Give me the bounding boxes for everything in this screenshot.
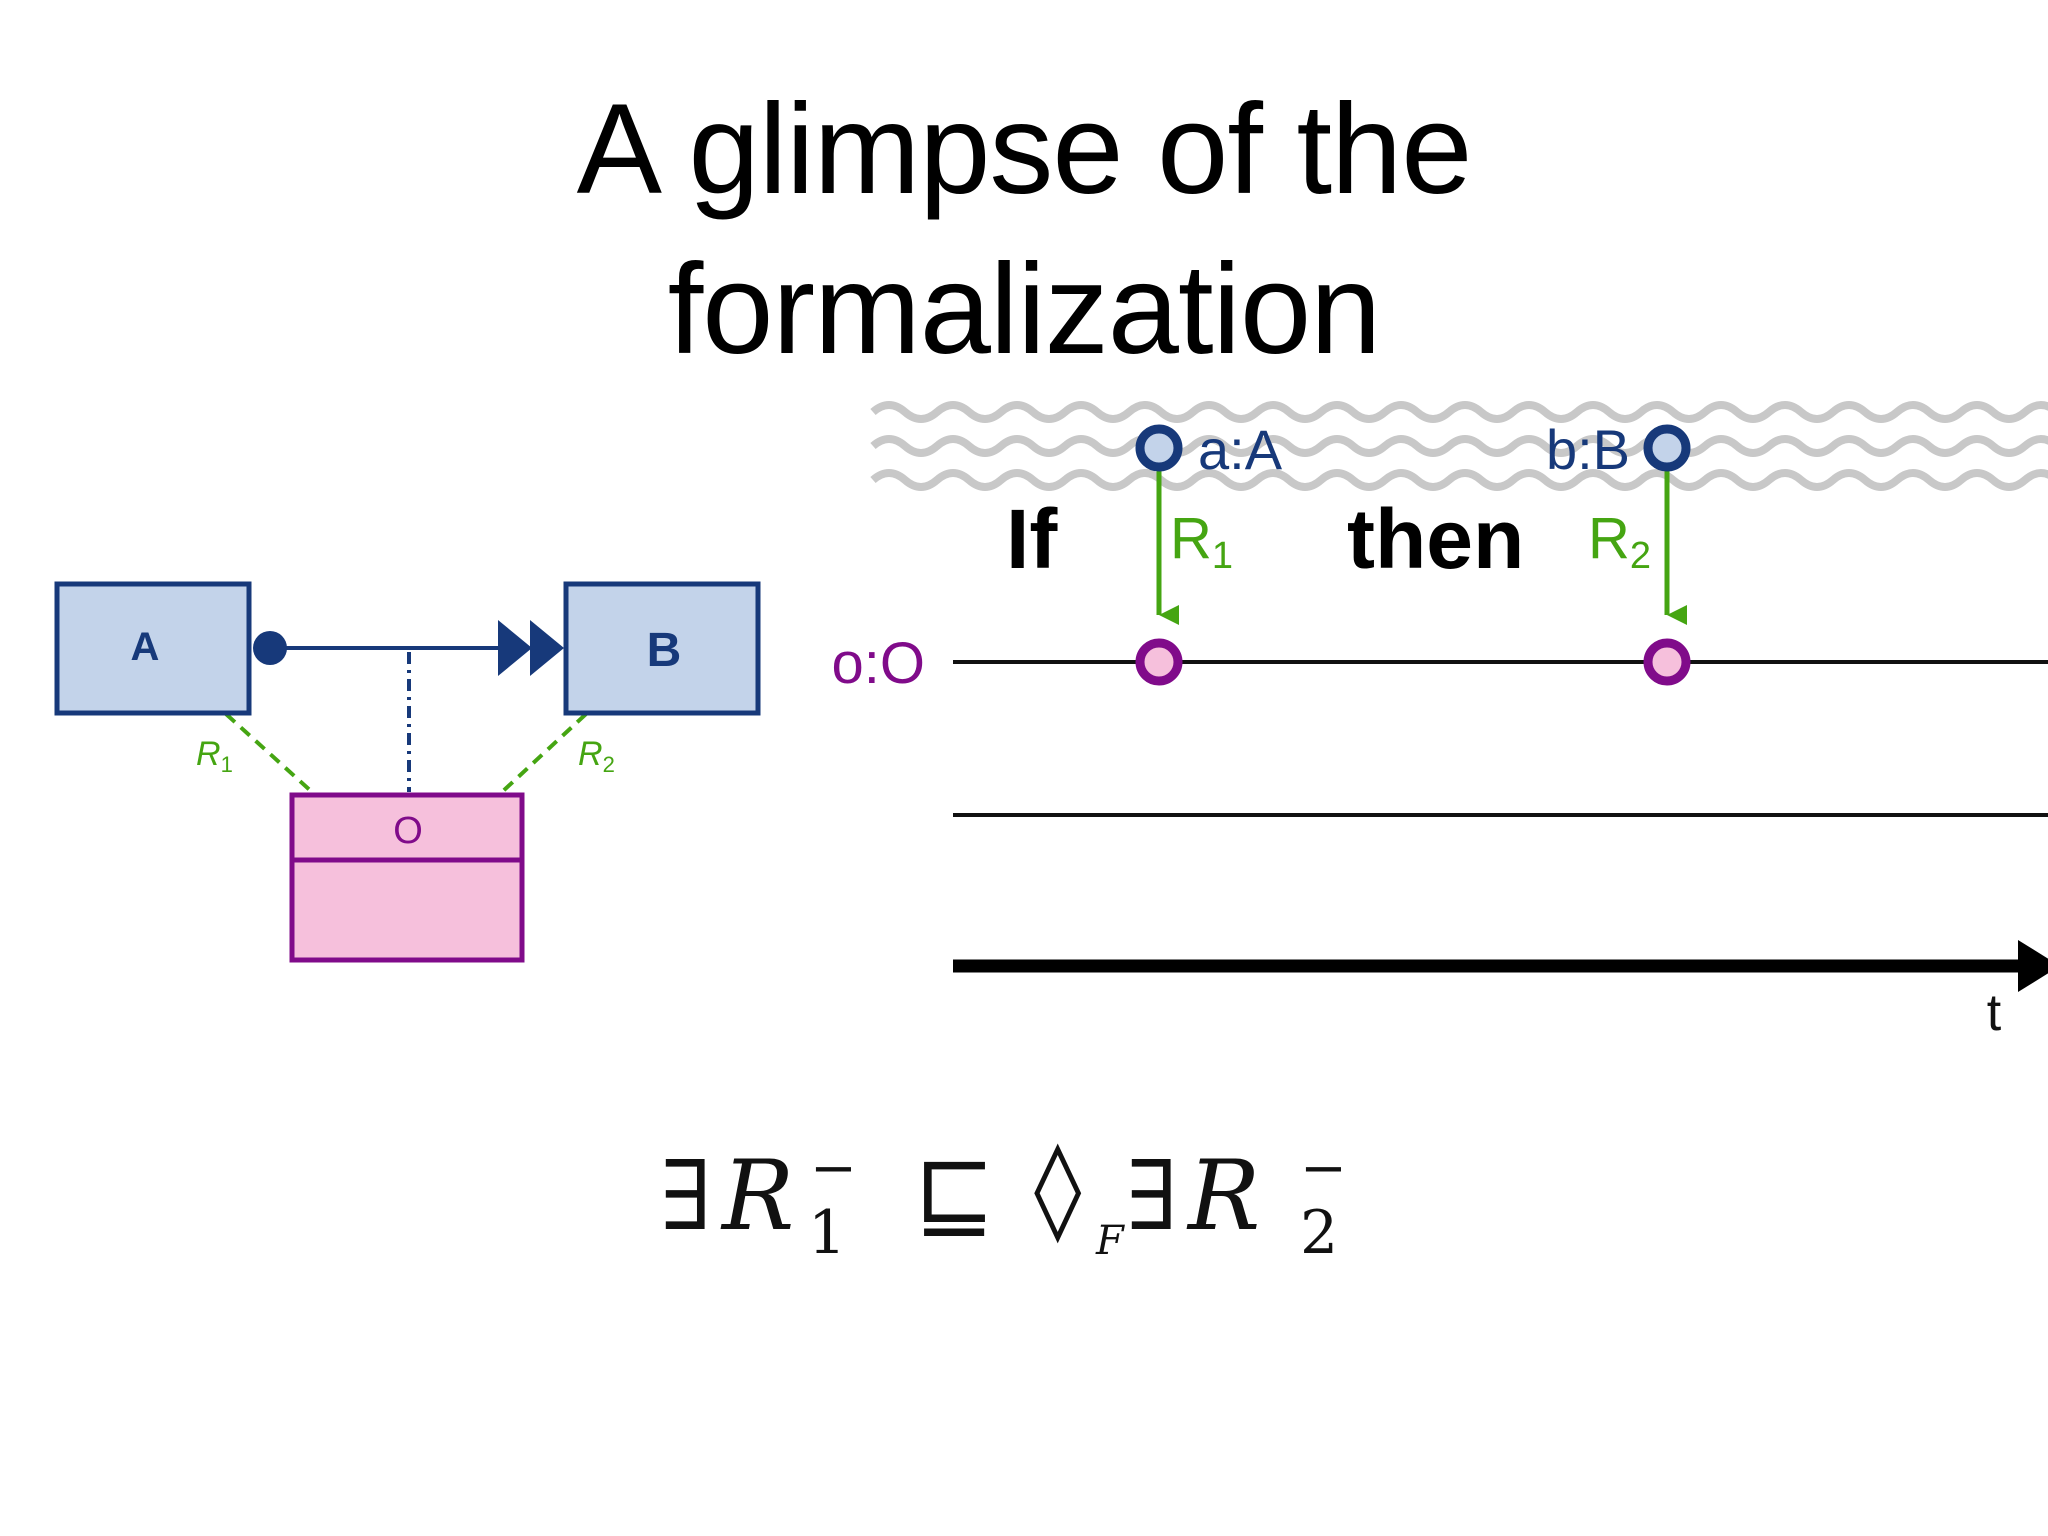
formula-r1-sup: − bbox=[810, 1136, 857, 1201]
object-a-dot bbox=[1135, 424, 1183, 472]
then-label: then bbox=[1347, 492, 1524, 586]
timeline-diagram: t a:A b:B o:O If then R1 R2 bbox=[832, 401, 2048, 1042]
class-o-box: O bbox=[289, 792, 525, 963]
class-a-box: A bbox=[54, 581, 252, 716]
temporal-formula: ∃ R 1 − ⊑ ◊ F ∃ R 2 − bbox=[660, 1132, 1460, 1280]
title-line-1: A glimpse of the bbox=[576, 78, 1473, 221]
class-a-label: A bbox=[131, 625, 160, 669]
wave-line-2 bbox=[870, 435, 2048, 457]
association-start-dot bbox=[253, 631, 287, 665]
object-o-label: o:O bbox=[832, 631, 926, 696]
class-o-label: O bbox=[393, 810, 423, 852]
formula-r1-sub: 1 bbox=[808, 1198, 847, 1268]
title-line-2: formalization bbox=[667, 238, 1382, 381]
class-b-box: B bbox=[563, 581, 761, 716]
wave-line-3 bbox=[870, 469, 2048, 491]
wave-line-1 bbox=[870, 401, 2048, 423]
formula-diamond: ◊ bbox=[1034, 1132, 1082, 1244]
formula-r2: R bbox=[1188, 1140, 1261, 1252]
formula-r2-sup: − bbox=[1300, 1136, 1347, 1201]
object-a-label: a:A bbox=[1198, 418, 1283, 481]
uml-diagram: A B O R1 R2 bbox=[54, 581, 761, 963]
formula-r1: R bbox=[722, 1140, 795, 1252]
r2-label: R2 bbox=[1588, 506, 1651, 577]
class-b-label: B bbox=[647, 624, 682, 677]
time-axis-arrowhead bbox=[2018, 940, 2048, 992]
if-label: If bbox=[1006, 492, 1058, 586]
object-b-label: b:B bbox=[1546, 418, 1630, 481]
formula-exists-1: ∃ bbox=[660, 1140, 713, 1252]
time-axis-label: t bbox=[1987, 984, 2002, 1042]
association-arrowhead-2 bbox=[530, 620, 564, 676]
uncertainty-wave-band bbox=[870, 401, 2048, 491]
role-line-r1 bbox=[224, 712, 314, 794]
formula-exists-2: ∃ bbox=[1126, 1140, 1179, 1252]
role-line-r2 bbox=[500, 712, 588, 794]
slide-title: A glimpse of the formalization bbox=[0, 70, 2048, 390]
object-o-dot-2 bbox=[1643, 638, 1691, 686]
role-r1-label: R1 bbox=[196, 735, 233, 777]
association-arrowhead-1 bbox=[498, 620, 532, 676]
role-r2-label: R2 bbox=[578, 735, 615, 777]
r1-label: R1 bbox=[1170, 506, 1233, 577]
formula-diamond-sub: F bbox=[1096, 1218, 1124, 1264]
formula-subseteq: ⊑ bbox=[914, 1140, 996, 1252]
object-o-dot-1 bbox=[1135, 638, 1183, 686]
formula-r2-sub: 2 bbox=[1300, 1198, 1339, 1268]
object-b-dot bbox=[1643, 424, 1691, 472]
